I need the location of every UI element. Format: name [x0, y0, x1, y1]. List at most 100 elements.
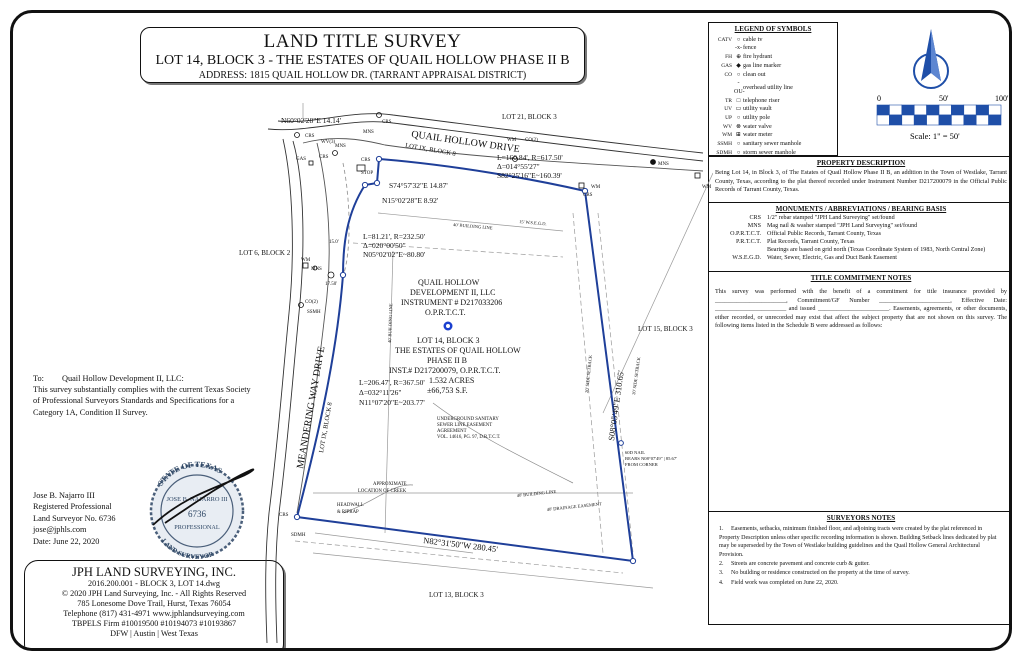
curve-bottom-length: L=206.47', R=367.50' [359, 378, 425, 387]
company-line: DFW | Austin | West Texas [110, 629, 198, 638]
scale-cell [938, 104, 952, 116]
dimension-15: 15.0' [329, 240, 339, 245]
lot-label-line-4: INST.# D217200079, O.P.R.T.C.T. [389, 366, 501, 375]
surveyors-notes-panel: SURVEYORS NOTES 1.Easements, setbacks, m… [708, 511, 1009, 625]
dimension-1750: 17.50' [325, 282, 337, 287]
cleanout-top: CO(2) [525, 138, 538, 143]
call-n60: N60°02'28"E 14.14' [281, 116, 342, 125]
sdmh-southwest: SDMH [291, 533, 306, 538]
legend-symbol-icon: -x- [735, 45, 742, 52]
seal-profession: PROFESSIONAL [174, 524, 220, 531]
curve-top-length: L=160.84', R=617.50' [497, 153, 563, 162]
legend-label: sanitary sewer manhole [743, 140, 802, 148]
company-line: 2016.200.001 - BLOCK 3, LOT 14.dwg [88, 579, 220, 588]
survey-date: Date: June 22, 2020 [33, 536, 100, 546]
surveyor-title: Registered Professional [33, 502, 112, 512]
monument-row: Bearings are based on grid north (Texas … [709, 247, 1009, 255]
title-block: LAND TITLE SURVEY LOT 14, BLOCK 3 - THE … [140, 27, 585, 83]
call-n15: N15°02'28"E 8.92' [382, 196, 439, 205]
lot-label-line-3: PHASE II B [427, 356, 467, 365]
curve-left-delta: Δ=020°00'50" [363, 241, 406, 250]
monument-code: MNS [747, 223, 761, 230]
scale-cell [889, 114, 903, 126]
scale-tick-0: 0 [877, 94, 881, 103]
legend-label: utility vault [743, 105, 772, 113]
note-text: Field work was completed on June 22, 202… [731, 579, 839, 586]
monument-description: 1/2" rebar stamped "JPH Land Surveying" … [767, 215, 895, 222]
crs-northeast: CRS [583, 193, 593, 198]
cleanout-left: CO(2) [305, 300, 318, 305]
building-line-left: 40' BUILDING LINE [387, 303, 393, 343]
company-line: 785 Lonesome Dove Trail, Hurst, Texas 76… [77, 599, 231, 608]
crs-southwest: CRS [279, 513, 289, 518]
legend-symbol-icon: -OU- [734, 80, 745, 95]
scale-cell [963, 114, 977, 126]
legend-label: telephone riser [743, 96, 780, 104]
scale-cell [963, 104, 977, 116]
street-lines [265, 113, 704, 644]
scale-cell [988, 114, 1002, 126]
scale-tick-50: 50' [939, 94, 949, 103]
monument-code: O.P.R.T.C.T. [730, 231, 761, 238]
legend-code: SDMH [716, 149, 732, 156]
legend-code: WM [722, 132, 732, 139]
monument-code [709, 247, 767, 255]
lot-title: LOT 14, BLOCK 3 - THE ESTATES OF QUAIL H… [155, 53, 570, 68]
surveyor-signature-block: Jose B. Najarro III Registered Professio… [33, 490, 116, 547]
monuments-heading: MONUMENTS / ABBREVIATIONS / BEARING BASI… [775, 205, 947, 213]
scale-cell [876, 114, 890, 126]
scale-cell [926, 104, 940, 116]
adjacent-lot-21: LOT 21, BLOCK 3 [502, 113, 557, 121]
lot-label-line-6: ±66,753 S.F. [427, 386, 468, 395]
legend-symbol-icon: □ [736, 97, 741, 104]
building-line-top: 40' BUILDING LINE [453, 222, 493, 230]
water-meter-top: WM [507, 138, 517, 143]
monuments-panel: MONUMENTS / ABBREVIATIONS / BEARING BASI… [708, 202, 1009, 272]
surveyor-email: jose@jphls.com [33, 525, 87, 535]
note-number: 3. [719, 570, 724, 577]
monument-description: Bearings are based on grid north (Texas … [767, 247, 986, 254]
building-line-bottom: 40' BUILDING LINE [517, 489, 557, 498]
legend-symbol-icon: ○ [736, 149, 741, 156]
creek-note-1: APPROXIMATE [373, 482, 407, 487]
surveyor-seal: STATE OF TEXAS LAND SURVEYOR JOSE B. NAJ… [149, 460, 255, 561]
legend-item: -OU-overhead utility line [709, 79, 837, 96]
side-setback-b: 20' SIDE SETBACK [631, 356, 641, 395]
lot-label-line-5: 1.532 ACRES [429, 376, 474, 385]
monument-description: Mag nail & washer stamped "JPH Land Surv… [767, 223, 918, 230]
water-meter-far: WM [702, 185, 712, 190]
survey-sheet: LAND TITLE SURVEY LOT 14, BLOCK 3 - THE … [10, 10, 1012, 651]
scale-cell [975, 104, 989, 116]
crs-top: CRS [382, 120, 392, 125]
legend-item: -x-fence [709, 44, 837, 53]
utility-symbols [294, 112, 701, 308]
company-title-block: JPH LAND SURVEYING, INC. 2016.200.001 - … [24, 560, 284, 648]
legend-label: fence [743, 44, 757, 52]
title-commitment-panel: TITLE COMMITMENT NOTES This survey was p… [708, 271, 1009, 513]
company-name: JPH LAND SURVEYING, INC. [72, 565, 236, 579]
scale-label: Scale: 1" = 50' [910, 131, 960, 141]
property-description: PROPERTY DESCRIPTION Being Lot 14, in Bl… [708, 156, 1009, 204]
legend-code: UP [725, 115, 732, 122]
headwall-note-1: HEADWALL [337, 503, 364, 508]
legend-item: WV⊗water valve [709, 123, 837, 132]
curve-left-length: L=81.21', R=232.50' [363, 232, 426, 241]
legend-item: CATV○cable tv [709, 36, 837, 45]
monument-description: Plat Records, Tarrant County, Texas [767, 239, 855, 246]
signature-stroke [152, 468, 255, 526]
client-name: Quail Hollow Development II, LLC: [61, 374, 184, 383]
note-text: Streets are concrete pavement and concre… [731, 561, 870, 568]
company-line: Telephone (817) 431-4971 www.jphlandsurv… [63, 609, 245, 618]
curve-top-chord: S82°25'16"E~160.39' [497, 171, 562, 180]
legend-label: clean out [743, 70, 766, 78]
surveyor-name: Jose B. Najarro III [33, 491, 95, 500]
headwall-note-2: & RIPRAP [337, 510, 359, 515]
surveyor-license: Land Surveyor No. 6736 [33, 513, 116, 523]
legend-item: TR□telephone riser [709, 97, 837, 106]
scale-cell [901, 114, 915, 126]
legend-code: SSMH [717, 141, 732, 148]
legend-symbol-icon: ▭ [735, 106, 742, 113]
legend-symbol-icon: ⊞ [735, 132, 742, 139]
google-360-hyperlink-icon[interactable] [443, 321, 453, 331]
legend-symbol-icon: ○ [736, 36, 741, 43]
